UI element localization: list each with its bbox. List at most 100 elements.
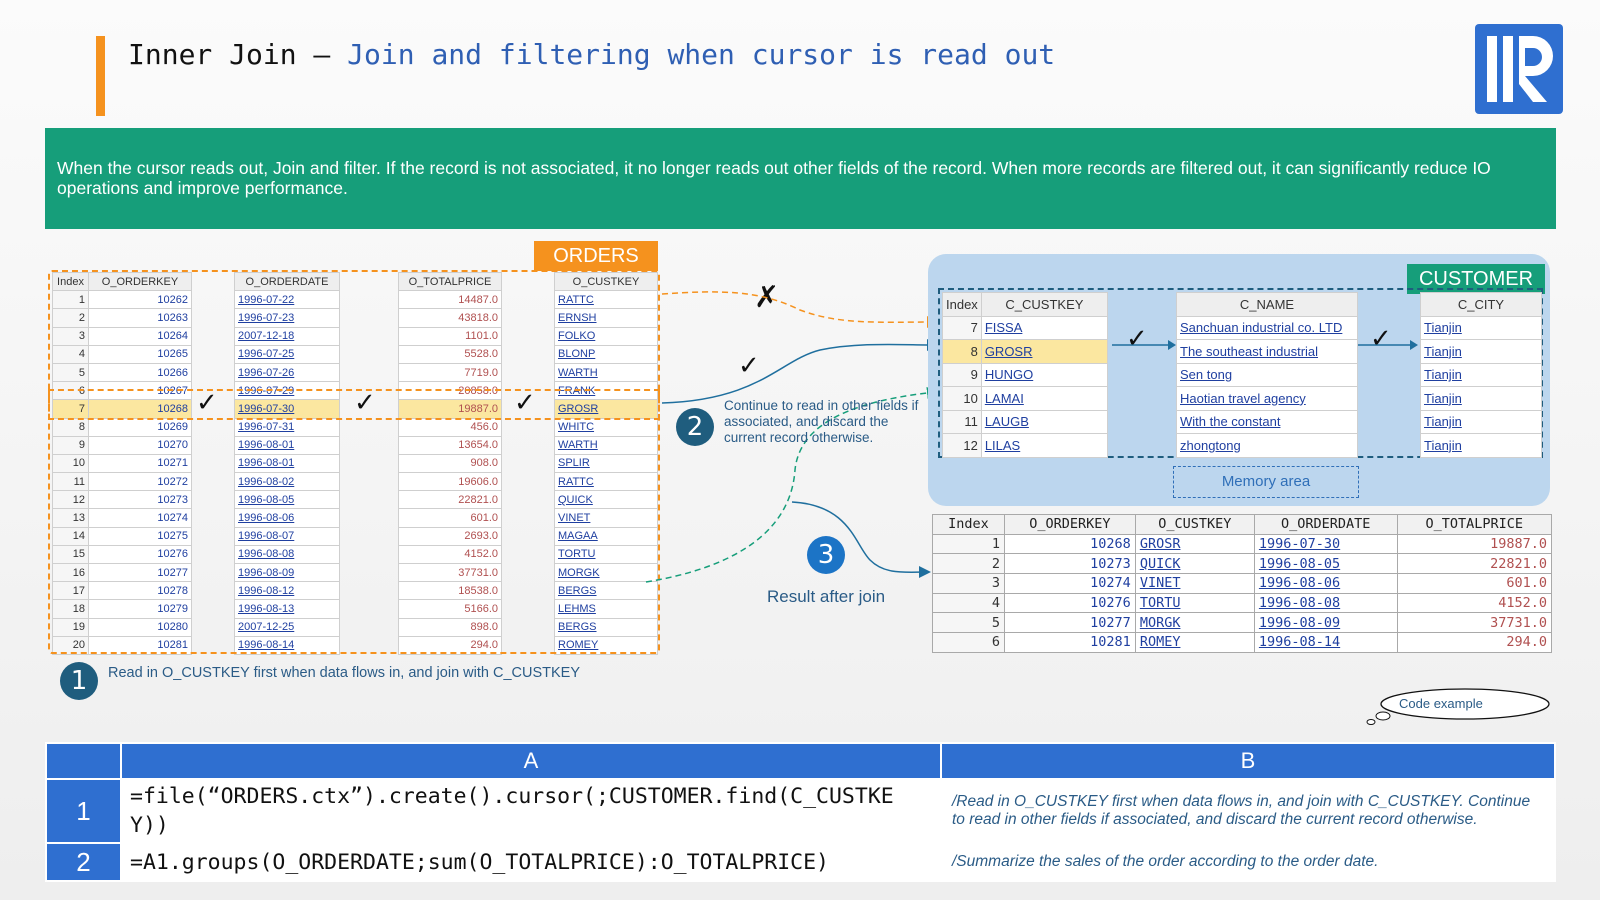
row-index: 1 [932, 533, 1005, 555]
orderkey-cell: 10268 [1003, 533, 1136, 555]
custkey-cell: VINET [1134, 573, 1255, 594]
totalprice-cell: 601.0 [1396, 573, 1553, 594]
orderkey-cell: 10273 [88, 490, 192, 510]
row-number: 1 [45, 778, 122, 844]
custkey-cell: HUNGO [980, 362, 1109, 387]
table-row: 22821.0 [398, 490, 502, 510]
city-cell: Tianjin [1420, 339, 1542, 364]
row-index: 4 [52, 344, 89, 364]
table-row: FOLKO [554, 326, 658, 346]
row-index: 5 [932, 612, 1005, 634]
code-row: 1 =file(“ORDERS.ctx”).create().cursor(;C… [45, 778, 1556, 844]
orderkey-cell: 10264 [88, 326, 192, 346]
orderdate-cell: 1996-08-14 [1253, 632, 1398, 653]
orderkey-cell: 10273 [1003, 553, 1136, 575]
totalprice-cell: 22821.0 [1396, 553, 1553, 575]
table-row: 19887.0 [398, 399, 502, 419]
table-row: 1996-07-22 [234, 290, 340, 310]
table-row: WARTH [554, 435, 658, 455]
code-cell-b1[interactable]: /Read in O_CUSTKEY first when data flows… [940, 778, 1556, 844]
custkey-cell: LAMAI [980, 386, 1109, 411]
title-accent-bar [96, 36, 105, 116]
column-header-a: A [120, 742, 942, 780]
table-row: GROSR [554, 399, 658, 419]
custkey-cell: GROSR [980, 339, 1109, 364]
row-index: 11 [942, 409, 982, 434]
totalprice-cell: 4152.0 [1396, 592, 1553, 614]
table-row: 7719.0 [398, 362, 502, 383]
orderkey-cell: 10274 [1003, 573, 1136, 594]
name-cell: With the constant [1176, 409, 1358, 434]
column-header: O_TOTALPRICE [1396, 514, 1553, 535]
code-cell-b2[interactable]: /Summarize the sales of the order accord… [940, 842, 1556, 882]
custkey-cell: TORTU [1134, 592, 1255, 614]
check-mark: ✓ [514, 388, 536, 418]
table-row: 13654.0 [398, 435, 502, 455]
orderkey-cell: 10281 [1003, 632, 1136, 653]
corner-cell [45, 742, 122, 780]
code-cell-a1[interactable]: =file(“ORDERS.ctx”).create().cursor(;CUS… [120, 778, 942, 844]
table-row: 1996-07-26 [234, 362, 340, 383]
check-mark: ✓ [1126, 324, 1148, 354]
table-row: Sanchuan industrial co. LTD [1176, 315, 1358, 340]
city-cell: Tianjin [1420, 433, 1542, 458]
table-row: 1996-08-02 [234, 472, 340, 492]
table-row: 1101.0 [398, 326, 502, 346]
orderdate-cell: 1996-08-06 [1253, 573, 1398, 594]
custkey-cell: RATTC [554, 472, 658, 492]
totalprice-cell: 19887.0 [1396, 533, 1553, 555]
check-mark: ✓ [196, 388, 218, 418]
custkey-cell: SPLIR [554, 453, 658, 474]
table-row: Haotian travel agency [1176, 386, 1358, 411]
row-index: 11 [52, 472, 89, 492]
row-index: 9 [52, 435, 89, 455]
totalprice-cell: 43818.0 [398, 308, 502, 328]
custkey-cell: QUICK [1134, 553, 1255, 575]
name-cell: Sen tong [1176, 362, 1358, 387]
orderkey-cell: 10272 [88, 472, 192, 492]
city-cell: Tianjin [1420, 386, 1542, 411]
orderkey-cell: 10266 [88, 362, 192, 383]
orders-highlight-row-frame [48, 389, 660, 420]
custkey-cell: BLONP [554, 344, 658, 364]
totalprice-cell: 5528.0 [398, 344, 502, 364]
custkey-cell: TORTU [554, 544, 658, 565]
orderdate-cell: 1996-08-05 [1253, 553, 1398, 575]
totalprice-cell: 22821.0 [398, 490, 502, 510]
totalprice-cell: 4152.0 [398, 544, 502, 565]
orderkey-cell: 10263 [88, 308, 192, 328]
column-header: O_ORDERKEY [88, 271, 192, 292]
table-row: BLONP [554, 344, 658, 364]
orderkey-cell: 10276 [1003, 592, 1136, 614]
custkey-cell: ERNSH [554, 308, 658, 328]
table-row: The southeast industrial [1176, 339, 1358, 364]
step-1-note: Read in O_CUSTKEY first when data flows … [108, 665, 580, 681]
orderdate-cell: 1996-07-23 [234, 308, 340, 328]
step-1-badge: 1 [60, 662, 98, 700]
table-row: ERNSH [554, 308, 658, 328]
table-row: RATTC [554, 472, 658, 492]
totalprice-cell: 14487.0 [398, 290, 502, 310]
step-3-badge: 3 [807, 536, 845, 574]
orderdate-cell: 1996-08-05 [234, 490, 340, 510]
totalprice-cell: 37731.0 [1396, 612, 1553, 634]
column-header: O_CUSTKEY [1134, 514, 1255, 535]
memory-area-label: Memory area [1173, 466, 1359, 498]
code-cell-a2[interactable]: =A1.groups(O_ORDERDATE;sum(O_TOTALPRICE)… [120, 842, 942, 882]
